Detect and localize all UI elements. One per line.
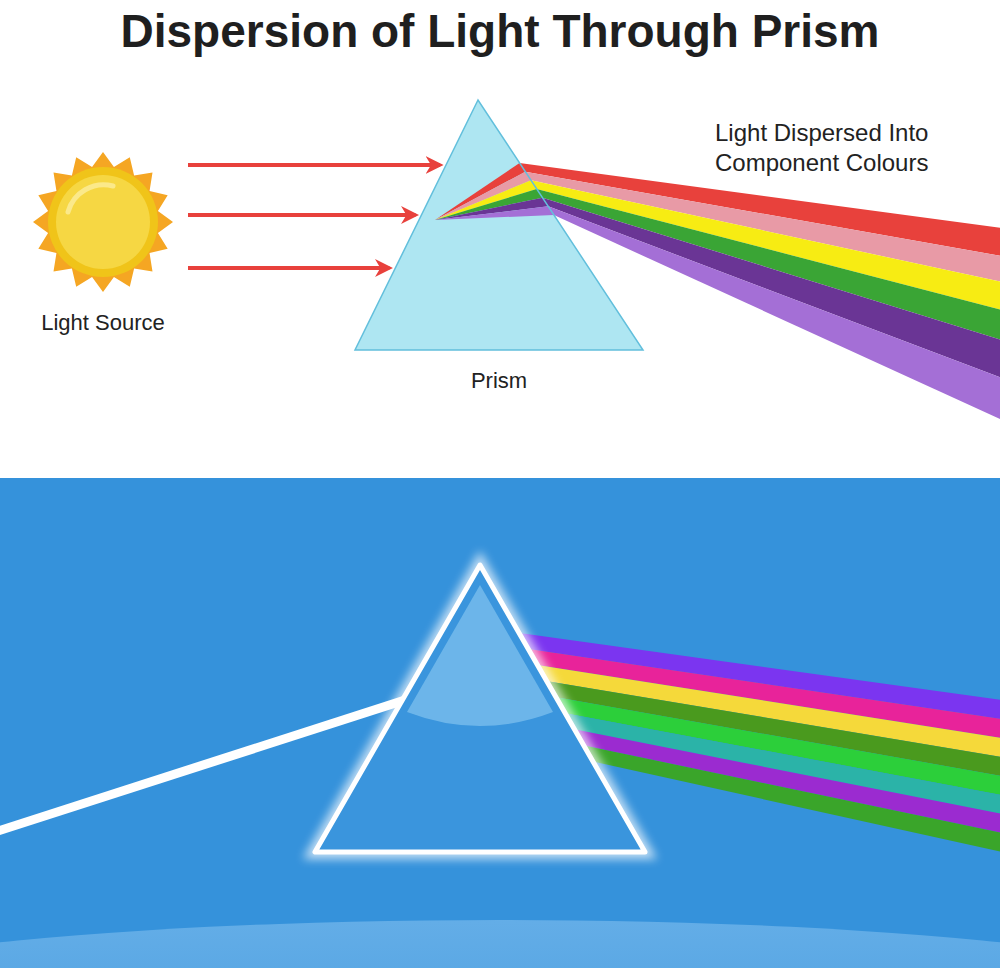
glass-prism: [315, 565, 645, 852]
color-band: [542, 198, 1000, 378]
light-ray-arrow: [188, 163, 440, 167]
light-source: Light Source: [20, 150, 186, 345]
light-ray-arrow: [188, 266, 389, 270]
light-ray-arrow: [188, 213, 415, 217]
prism-label: Prism: [355, 368, 643, 394]
sun-highlight: [68, 185, 113, 212]
sun-disc: [48, 167, 158, 277]
diagram-title: Dispersion of Light Through Prism: [0, 4, 1000, 58]
floor-glow: [0, 920, 1000, 968]
node-text-holder: Prism: [355, 368, 643, 394]
sun-rays: [33, 152, 173, 292]
prism-outline: [355, 100, 643, 350]
fan-ray: [435, 206, 554, 220]
prism-shape: Prism: [355, 100, 643, 400]
node-text-holder: Light Source: [20, 310, 186, 336]
spectrum-bands: [520, 163, 1000, 420]
color-band: [548, 206, 1000, 420]
color-band: [537, 189, 1000, 340]
prism-glow: [315, 565, 645, 852]
prism-outline: [355, 100, 643, 400]
sun-core: [56, 175, 150, 269]
prism-highlight: [407, 585, 553, 726]
source-label: Light Source: [20, 310, 186, 336]
caption-label: Light Dispersed Into Component Colours: [715, 118, 985, 178]
